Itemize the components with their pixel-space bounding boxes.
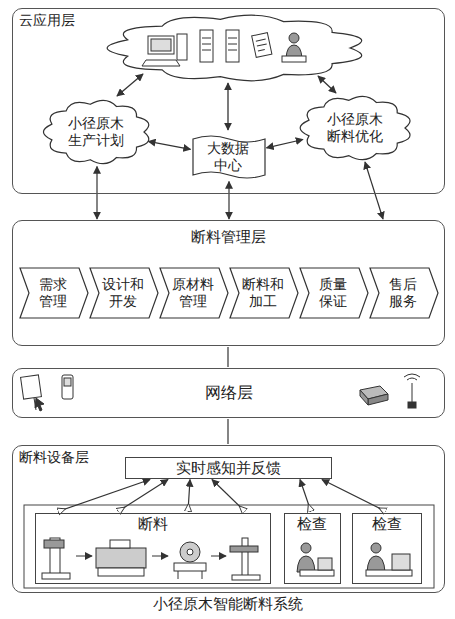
equipment-frame	[24, 505, 434, 588]
group-box: 断料	[35, 513, 271, 584]
cloud-shape	[107, 15, 362, 81]
layer-panel: 云应用层小径原木生产计划大数据中心 小径原木断料优化	[12, 8, 445, 194]
connector	[300, 480, 311, 512]
node-text: 小径原木断料优化	[326, 111, 384, 143]
text-holder: 断料设备层	[19, 449, 89, 466]
node-text: 需求管理	[38, 276, 69, 308]
cloud-links	[117, 74, 336, 130]
cloud-outline	[107, 15, 362, 81]
connector	[96, 167, 97, 220]
connector	[365, 162, 383, 219]
text-holder: 检查	[285, 515, 340, 533]
connector	[188, 480, 190, 512]
node-text: 实时感知并反馈	[176, 459, 281, 477]
node-text: 断料和加工	[241, 276, 286, 308]
text-holder: 断料管理层	[13, 228, 444, 246]
cloud-icons	[142, 30, 306, 66]
node-text: 质量保证	[318, 276, 349, 308]
text-holder: 断料和加工	[230, 268, 298, 318]
node-text: 检查	[285, 515, 340, 533]
text-holder: 大数据中心	[193, 133, 265, 181]
node-text: 网络层	[205, 383, 253, 402]
connector	[212, 480, 245, 512]
inspector-icons	[297, 543, 412, 576]
data-center: 大数据中心	[193, 133, 265, 181]
text-holder: 售后服务	[370, 268, 438, 318]
node-text: 大数据中心	[206, 140, 251, 172]
machine-icons	[42, 538, 260, 580]
process-chevron: 设计和开发	[90, 268, 158, 318]
node-text: 断料	[36, 515, 270, 533]
cloud-node: 小径原木断料优化	[302, 95, 410, 161]
network-icons	[21, 374, 420, 411]
layer-panel: 断料设备层实时感知并反馈断料检查检查	[12, 445, 445, 593]
caption: 小径原木智能断料系统	[0, 595, 455, 614]
connector	[267, 140, 303, 148]
inspect-box: 检查	[284, 513, 341, 584]
node-text: 断料管理层	[13, 228, 444, 246]
connector	[118, 480, 168, 512]
text-holder: 检查	[353, 515, 421, 533]
inspect-box: 检查	[352, 513, 422, 584]
connector	[58, 480, 150, 512]
node-text: 售后服务	[388, 276, 419, 308]
status-box: 实时感知并反馈	[125, 457, 332, 479]
node-text: 小径原木生产计划	[67, 115, 125, 147]
text-holder: 断料	[36, 515, 270, 533]
connector	[148, 141, 190, 149]
process-chevron: 需求管理	[20, 268, 88, 318]
connector	[227, 347, 228, 367]
process-chevron: 原材料管理	[160, 268, 228, 318]
text-holder: 原材料管理	[160, 268, 228, 318]
text-holder: 云应用层	[19, 12, 75, 29]
layer-panel: 断料管理层需求管理 设计和开发原材料管理断料和加工 质量保证 售后服务	[12, 220, 445, 346]
connector	[228, 182, 229, 220]
node-text: 检查	[353, 515, 421, 533]
cloud-node: 小径原木生产计划	[45, 99, 149, 165]
process-chevron: 质量保证	[300, 268, 368, 318]
text-holder: 需求管理	[20, 268, 88, 318]
node-text: 断料设备层	[19, 449, 89, 466]
process-chevron: 断料和加工	[230, 268, 298, 318]
text-holder: 小径原木断料优化	[302, 95, 410, 161]
text-holder: 实时感知并反馈	[126, 458, 331, 478]
node-text: 原材料管理	[171, 276, 216, 308]
text-holder: 质量保证	[300, 268, 368, 318]
connector	[322, 480, 386, 512]
text-holder: 网络层	[13, 369, 444, 417]
node-text: 设计和开发	[101, 276, 146, 308]
node-text: 云应用层	[19, 12, 75, 29]
connector	[227, 419, 228, 444]
text-holder: 小径原木生产计划	[45, 99, 149, 165]
text-holder: 设计和开发	[90, 268, 158, 318]
layer-panel: 网络层	[12, 368, 445, 418]
process-chevron: 售后服务	[370, 268, 438, 318]
